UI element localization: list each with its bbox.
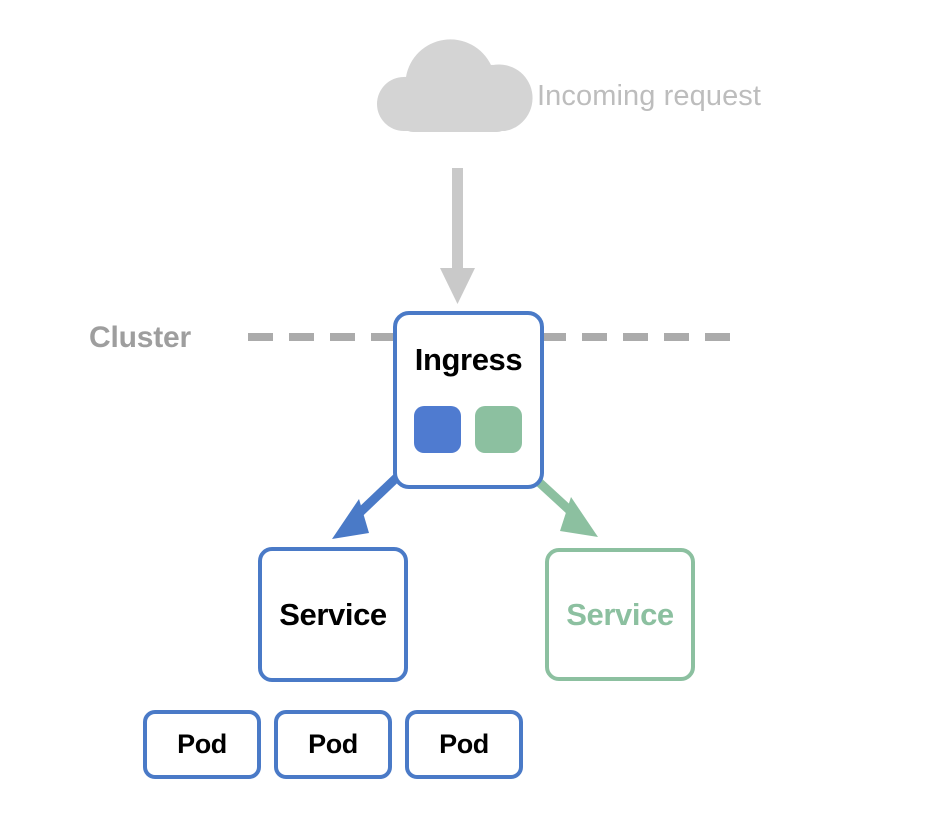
pod-node[interactable]: Pod [143,710,261,779]
ingress-label: Ingress [414,342,523,377]
cloud-icon [377,39,533,132]
pod-label: Pod [177,729,227,759]
service-node-green[interactable]: Service [545,548,695,681]
pod-node[interactable]: Pod [274,710,392,779]
service-green-label: Service [566,597,674,632]
ingress-node[interactable]: Ingress [393,311,544,489]
cluster-label: Cluster [89,321,191,354]
down-arrow-icon [440,168,475,304]
service-blue-label: Service [279,597,387,632]
pod-node[interactable]: Pod [405,710,523,779]
service-node-blue[interactable]: Service [258,547,408,682]
incoming-request-label: Incoming request [537,80,762,112]
pod-label: Pod [308,729,358,759]
pod-label: Pod [439,729,489,759]
ingress-green-chip-icon [475,406,522,453]
ingress-blue-chip-icon [414,406,461,453]
